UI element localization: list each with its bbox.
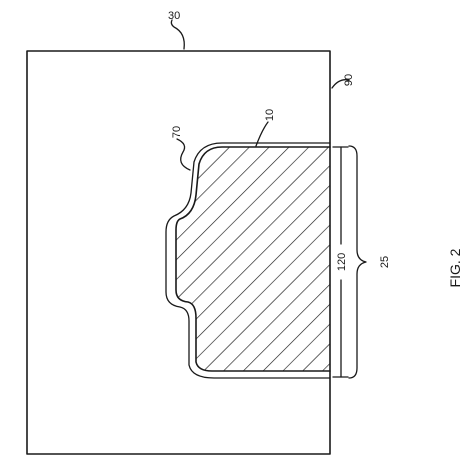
- leader-70: [176, 138, 191, 171]
- ref-label-25: 25: [379, 256, 391, 268]
- dimension-120: 120: [332, 146, 349, 378]
- ref-label-70: 70: [171, 126, 183, 138]
- hatched-body: [175, 146, 331, 372]
- brace-25: [348, 145, 367, 379]
- leader-90: [331, 79, 350, 89]
- leader-30: [170, 19, 185, 50]
- figure-caption: FIG. 2: [447, 248, 463, 287]
- hatched-body-outline: [175, 146, 331, 372]
- ref-label-10: 10: [264, 109, 276, 121]
- ref-label-90: 90: [343, 74, 355, 86]
- layer-70-outline: [165, 142, 331, 379]
- ref-label-120: 120: [336, 253, 348, 271]
- leader-10: [255, 121, 269, 147]
- ref-label-30: 30: [168, 10, 180, 22]
